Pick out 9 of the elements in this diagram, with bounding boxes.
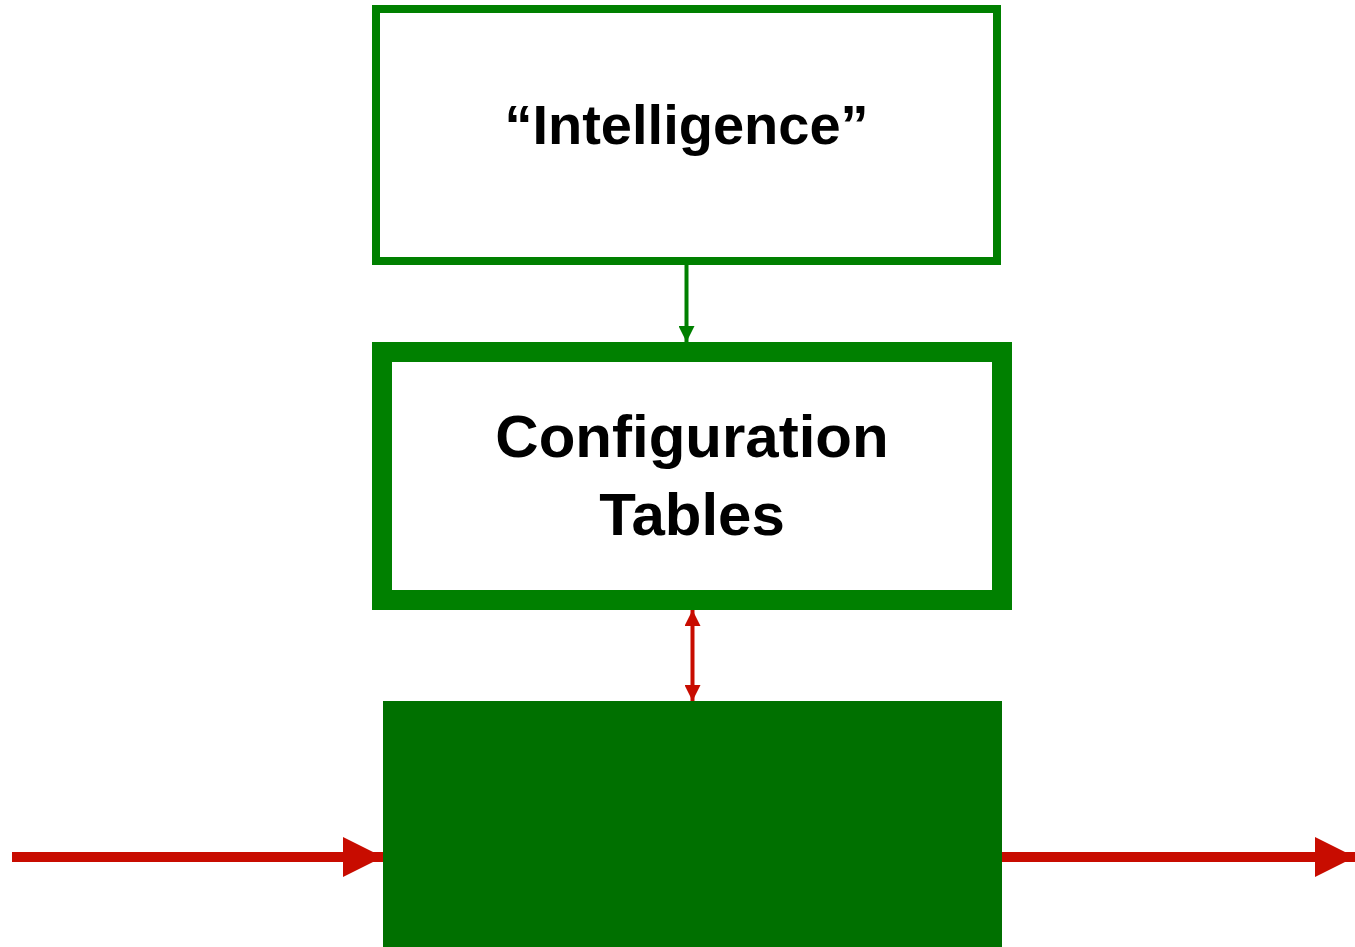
arrow [12,837,383,877]
arrow [678,265,695,342]
process-box [372,342,1012,610]
process-box [372,5,1001,265]
box-label: Configuration Tables [494,402,890,550]
arrow [684,610,701,701]
filled-block [383,701,1002,947]
box-label: “Intelligence” [504,91,869,158]
arrow [1002,837,1355,877]
